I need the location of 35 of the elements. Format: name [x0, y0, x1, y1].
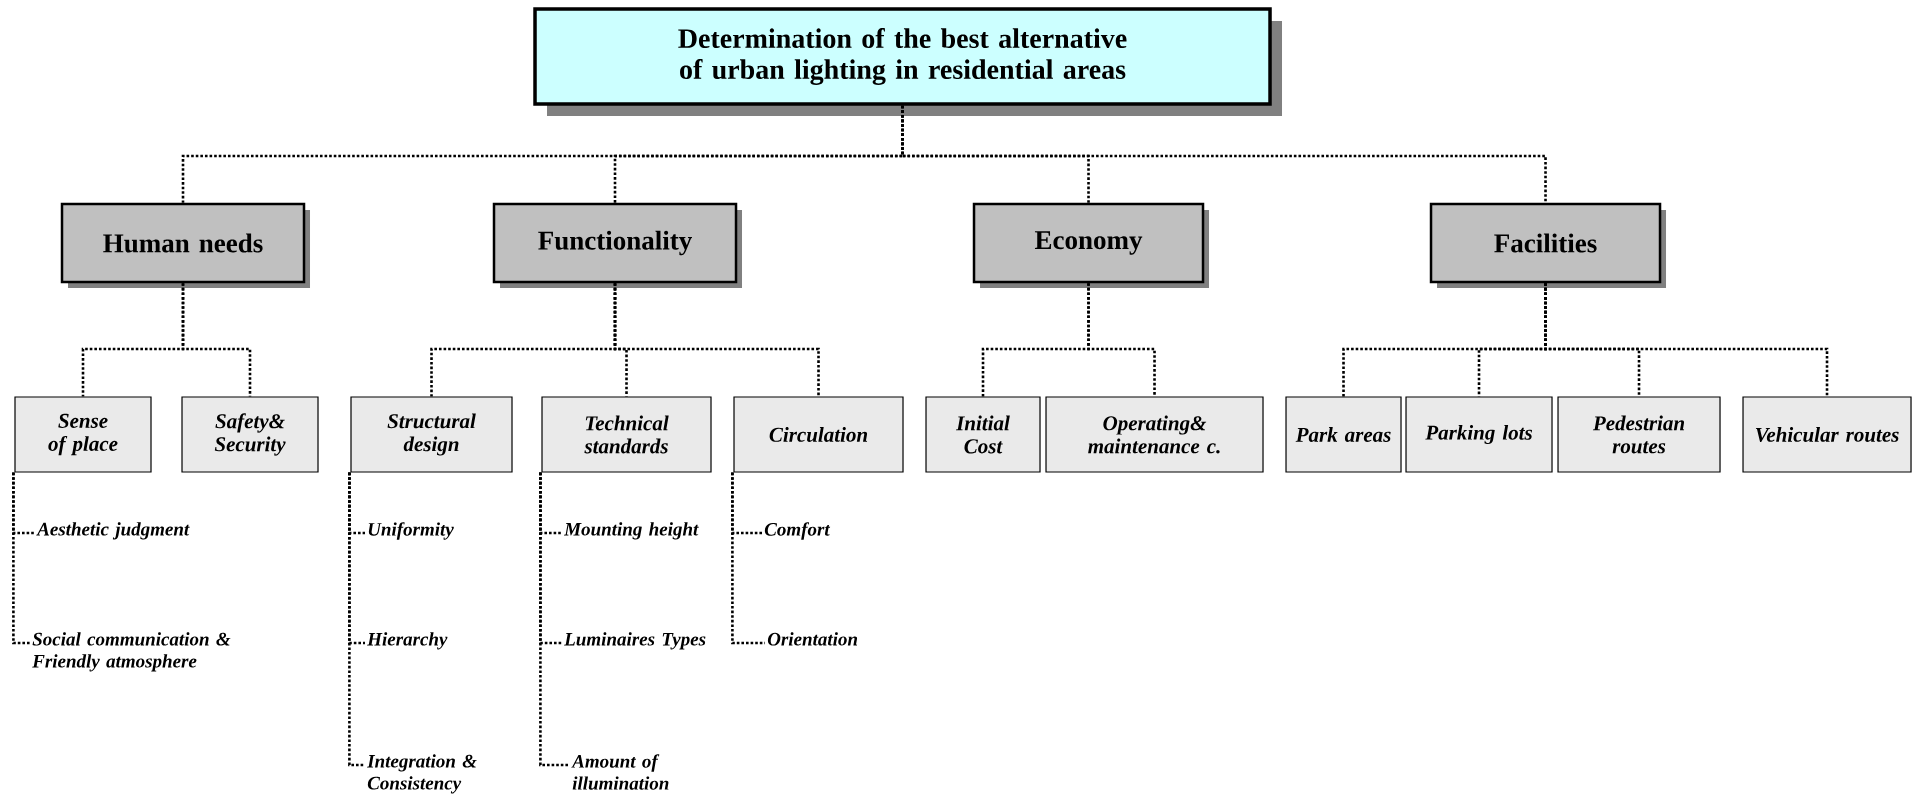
- criterion-box: Functionality: [492, 202, 742, 288]
- indicator-text: Orientation: [767, 632, 858, 646]
- connector-line: [731, 472, 765, 645]
- connector-line: [12, 472, 30, 645]
- sub-criterion-box: Structural design: [350, 396, 513, 473]
- criterion-box: Facilities: [1429, 202, 1666, 288]
- sub-criterion-box: Vehicular routes: [1742, 396, 1912, 473]
- sub-criterion-box: Operating& maintenance c.: [1045, 396, 1264, 473]
- sub-criterion-box: Pedestrian routes: [1557, 396, 1721, 473]
- indicator-text: Amount of illumination: [571, 754, 669, 790]
- indicator-text: Integration & Consistency: [367, 754, 477, 794]
- sub-criterion-box: Park areas: [1285, 396, 1402, 473]
- indicator-text: Uniformity: [368, 522, 454, 540]
- indicator-text: Comfort: [764, 522, 831, 540]
- sub-criterion-box: Safety& Security: [181, 396, 319, 473]
- sub-criterion-box: Technical standards: [541, 396, 712, 473]
- criterion-box: Economy: [972, 202, 1209, 288]
- indicator-text: Mounting height: [563, 522, 699, 540]
- sub-criterion-box: Sense of place: [14, 396, 152, 473]
- indicator-text: Luminaires Types: [564, 632, 706, 650]
- indicator-text: Aesthetic judgment: [36, 522, 190, 540]
- connector-line: [181, 283, 252, 397]
- goal-box: Determination of the best alternative of urban lighting in residential areas: [533, 7, 1282, 116]
- connector-line: [348, 472, 365, 767]
- connector-line: [1544, 283, 1829, 397]
- indicator-text: Hierarchy: [367, 632, 448, 650]
- connector-line: [613, 283, 820, 397]
- sub-criterion-box: Initial Cost: [925, 396, 1041, 473]
- sub-criterion-box: Parking lots: [1405, 396, 1553, 473]
- connector-line: [901, 105, 1547, 203]
- criterion-box: Human needs: [60, 202, 310, 288]
- sub-criterion-box: Circulation: [733, 396, 904, 473]
- indicator-text: Social communication & Friendly atmosphere: [32, 632, 231, 672]
- connector-line: [539, 472, 570, 767]
- connector-line: [1087, 283, 1156, 397]
